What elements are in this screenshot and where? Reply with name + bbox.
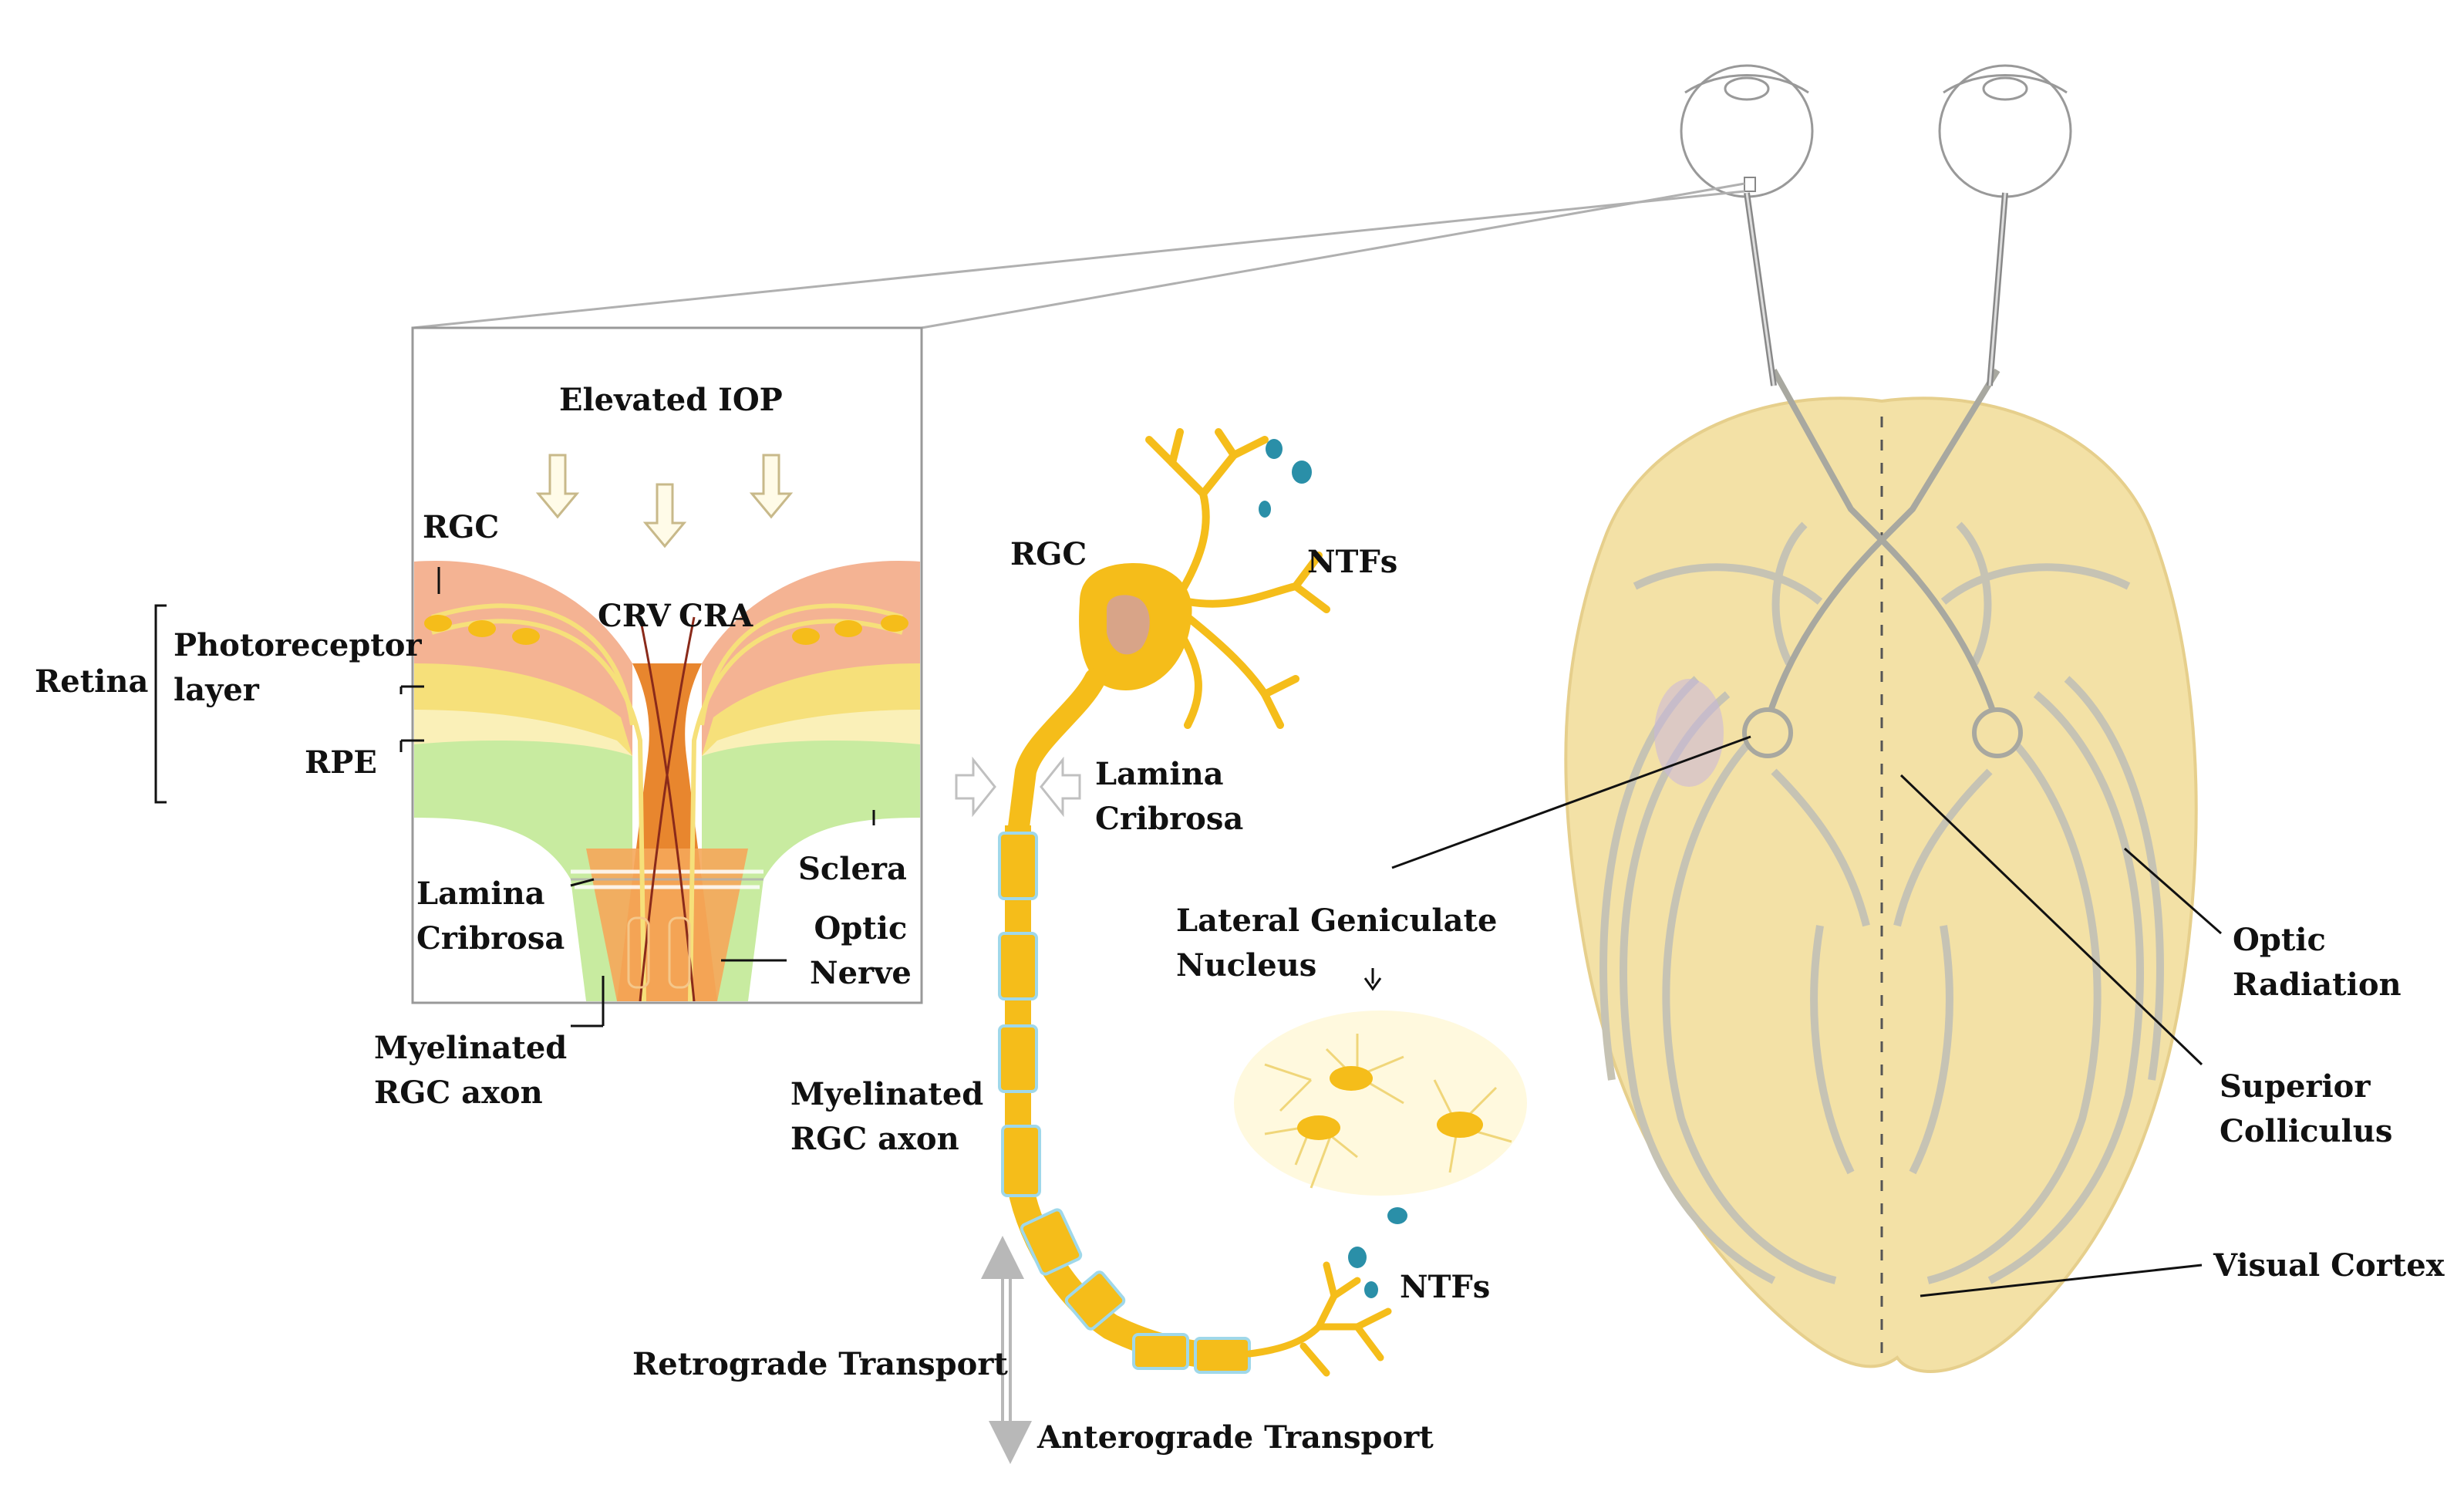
- label-optic-nerve-line2: Nerve: [810, 955, 912, 991]
- label-ntfs-top: NTFs: [1307, 544, 1398, 580]
- label-photoreceptor-layer: Photoreceptor layer: [174, 623, 422, 713]
- label-lamina-cribrosa-neuron: Lamina Cribrosa: [1095, 752, 1243, 842]
- label-elevated-iop: Elevated IOP: [559, 382, 783, 418]
- label-rgc-inset: RGC: [423, 509, 500, 545]
- optic-nerve-head-inset: [399, 326, 923, 1027]
- lgn-right: [1972, 707, 2023, 758]
- label-ntfs-bottom: NTFs: [1400, 1269, 1491, 1305]
- label-myelinated-inset-line1: Myelinated: [374, 1030, 568, 1066]
- label-optic-nerve: Optic Nerve: [810, 906, 912, 996]
- inset-leaders: [399, 567, 875, 1027]
- label-photoreceptor-line2: layer: [174, 672, 259, 708]
- label-myelinated-inset-line2: RGC axon: [374, 1075, 543, 1111]
- label-photoreceptor-line1: Photoreceptor: [174, 627, 422, 663]
- label-lateral-geniculate-nucleus: Lateral Geniculate Nucleus: [1176, 899, 1497, 988]
- label-retrograde-transport: Retrograde Transport: [632, 1346, 1008, 1382]
- label-optic-nerve-line1: Optic: [814, 910, 908, 946]
- label-optic-radiation: Optic Radiation: [2233, 918, 2402, 1007]
- optic-tracts: [1763, 368, 2001, 727]
- label-retina: Retina: [35, 663, 149, 700]
- label-optic-radiation-line2: Radiation: [2233, 967, 2402, 1003]
- brain-leaders: [1391, 735, 2222, 1297]
- label-superior-colliculus: Superior Colliculus: [2220, 1065, 2392, 1154]
- label-lgn-line1: Lateral Geniculate: [1176, 903, 1498, 939]
- lgn-left: [1742, 707, 1793, 758]
- retina-bracket: [154, 604, 167, 804]
- lgn-neurons: [1234, 1011, 1527, 1196]
- label-myelinated-mid-line1: Myelinated: [790, 1076, 984, 1112]
- lgn-pointer: [1363, 968, 1382, 991]
- iop-arrows: [535, 454, 794, 548]
- label-anterograde-transport: Anterograde Transport: [1037, 1419, 1434, 1456]
- zoom-lines: [412, 182, 1745, 329]
- rgc-neuron: [955, 428, 1392, 1377]
- ntf-dots: [1259, 439, 1407, 1298]
- brain-vessels: [1599, 521, 2164, 1284]
- eyes: [1680, 64, 2072, 386]
- label-sclera: Sclera: [798, 851, 907, 887]
- label-lgn-line2: Nucleus: [1176, 947, 1317, 984]
- label-superior-colliculus-line1: Superior: [2220, 1068, 2371, 1105]
- label-cra: CRA: [679, 598, 753, 634]
- label-lamina-cribrosa-inset: Lamina Cribrosa: [416, 872, 565, 961]
- label-rpe: RPE: [305, 744, 377, 781]
- label-superior-colliculus-line2: Colliculus: [2220, 1113, 2393, 1149]
- transport-arrow: [981, 1236, 1032, 1464]
- label-rgc-neuron: RGC: [1010, 536, 1087, 572]
- label-crv: CRV: [598, 598, 671, 634]
- brain: [1564, 368, 2198, 1373]
- label-myelinated-axon-neuron: Myelinated RGC axon: [790, 1072, 983, 1162]
- label-myelinated-axon-inset: Myelinated RGC axon: [374, 1026, 567, 1115]
- label-lamina-mid-line1: Lamina: [1095, 756, 1224, 792]
- lgn-highlight: [1654, 679, 1724, 787]
- label-myelinated-mid-line2: RGC axon: [790, 1121, 959, 1157]
- label-optic-radiation-line1: Optic: [2233, 922, 2326, 958]
- label-lamina-inset-line2: Cribrosa: [416, 920, 565, 957]
- label-visual-cortex: Visual Cortex: [2213, 1247, 2445, 1284]
- label-lamina-inset-line1: Lamina: [416, 876, 545, 912]
- label-lamina-mid-line2: Cribrosa: [1095, 801, 1244, 837]
